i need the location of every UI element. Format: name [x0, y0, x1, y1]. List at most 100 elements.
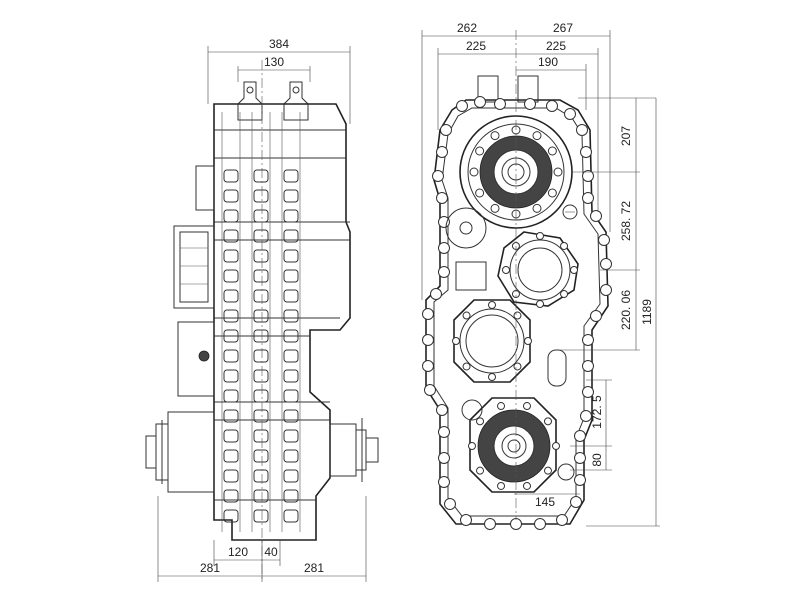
perimeter-bolt: [524, 98, 536, 110]
middle-gear: [497, 231, 579, 308]
dim-258-72: 258. 72: [619, 201, 633, 241]
perimeter-bolt: [546, 100, 558, 112]
perimeter-bolt: [474, 96, 486, 108]
dim-172-5: 172. 5: [590, 395, 604, 429]
gear-bolt: [536, 300, 544, 308]
dim-281-left: 281: [200, 561, 220, 575]
gear-bolt: [476, 417, 485, 426]
gear-bolt: [552, 442, 560, 450]
perimeter-bolt: [600, 258, 612, 270]
rib-slot: [253, 409, 269, 423]
dim-225-left: 225: [466, 39, 486, 53]
rib-slot: [283, 469, 299, 483]
perimeter-bolt: [510, 518, 522, 530]
rib-slot: [223, 209, 239, 223]
gear-bolt: [524, 337, 532, 345]
rib-slot: [283, 429, 299, 443]
perimeter-bolt: [422, 360, 434, 372]
perimeter-bolt: [432, 170, 444, 182]
perimeter-bolt: [424, 384, 436, 396]
gear-bolt: [547, 188, 557, 198]
gear-bolt: [560, 241, 569, 250]
side-housing-outline: [213, 103, 351, 541]
filler-valve: [445, 204, 578, 291]
rib-slot: [253, 389, 269, 403]
lifting-lugs: [237, 81, 309, 121]
gear-bolt: [490, 203, 500, 213]
bottom-gear: [461, 397, 575, 493]
perimeter-bolt: [590, 210, 602, 222]
gear-bolt: [476, 466, 485, 475]
rib-slot: [223, 449, 239, 463]
rib-slot: [283, 209, 299, 223]
perimeter-bolt: [582, 334, 594, 346]
dim-384: 384: [269, 37, 289, 51]
gear-bolt: [543, 417, 552, 426]
gear-bolt: [570, 266, 578, 274]
rib-slot: [253, 269, 269, 283]
perimeter-bolt: [582, 386, 594, 398]
rib-slot: [283, 269, 299, 283]
rib-slot: [223, 409, 239, 423]
gear-bolt: [490, 131, 500, 141]
perimeter-bolt: [430, 288, 442, 300]
perimeter-bolt: [574, 474, 586, 486]
rib-slot: [253, 169, 269, 183]
perimeter-bolt: [598, 234, 610, 246]
rib-slot: [283, 289, 299, 303]
gear-bolt: [469, 167, 479, 177]
dim-40: 40: [264, 545, 278, 559]
rib-slot: [283, 249, 299, 263]
rib-slot: [223, 269, 239, 283]
dim-80: 80: [590, 453, 604, 467]
rib-slot: [283, 389, 299, 403]
perimeter-bolt: [436, 192, 448, 204]
rib-slot: [253, 349, 269, 363]
rib-slot: [253, 429, 269, 443]
rib-slot: [223, 249, 239, 263]
rib-slot: [253, 189, 269, 203]
rib-slot: [253, 469, 269, 483]
rib-slot: [283, 489, 299, 503]
rib-slot: [283, 229, 299, 243]
gear-bolt: [536, 232, 544, 240]
rib-slot: [283, 369, 299, 383]
perimeter-bolt: [484, 518, 496, 530]
front-dim-top: [421, 30, 611, 300]
rib-slot: [223, 469, 239, 483]
dim-262: 262: [457, 21, 477, 35]
dim-190: 190: [538, 55, 558, 69]
dim-207: 207: [619, 126, 633, 146]
gear-bolt: [488, 373, 496, 381]
rib-slot: [223, 489, 239, 503]
perimeter-bolt: [422, 334, 434, 346]
rib-slot: [253, 309, 269, 323]
perimeter-bolt: [460, 514, 472, 526]
rib-slot: [253, 489, 269, 503]
rib-slot: [223, 349, 239, 363]
rib-slot: [283, 189, 299, 203]
sensor-plug: [198, 350, 210, 362]
dim-281-right: 281: [304, 561, 324, 575]
upper-gear: [459, 115, 573, 229]
perimeter-bolt: [438, 216, 450, 228]
rib-slot: [283, 309, 299, 323]
rib-slot: [223, 229, 239, 243]
dim-267: 267: [553, 21, 573, 35]
rib-slot: [253, 449, 269, 463]
rib-slot: [253, 369, 269, 383]
gear-bolt: [452, 337, 460, 345]
gear-bolt: [532, 203, 542, 213]
dim-145: 145: [535, 495, 555, 509]
gear-bolt: [497, 481, 506, 490]
perimeter-bolt: [600, 284, 612, 296]
mid-pto: [177, 321, 215, 397]
dim-1189: 1189: [640, 299, 654, 325]
gear-bolt: [502, 266, 510, 274]
rib-slot: [253, 509, 269, 523]
dim-130: 130: [264, 55, 284, 69]
perimeter-bolt: [422, 308, 434, 320]
gear-bolt: [462, 311, 471, 320]
